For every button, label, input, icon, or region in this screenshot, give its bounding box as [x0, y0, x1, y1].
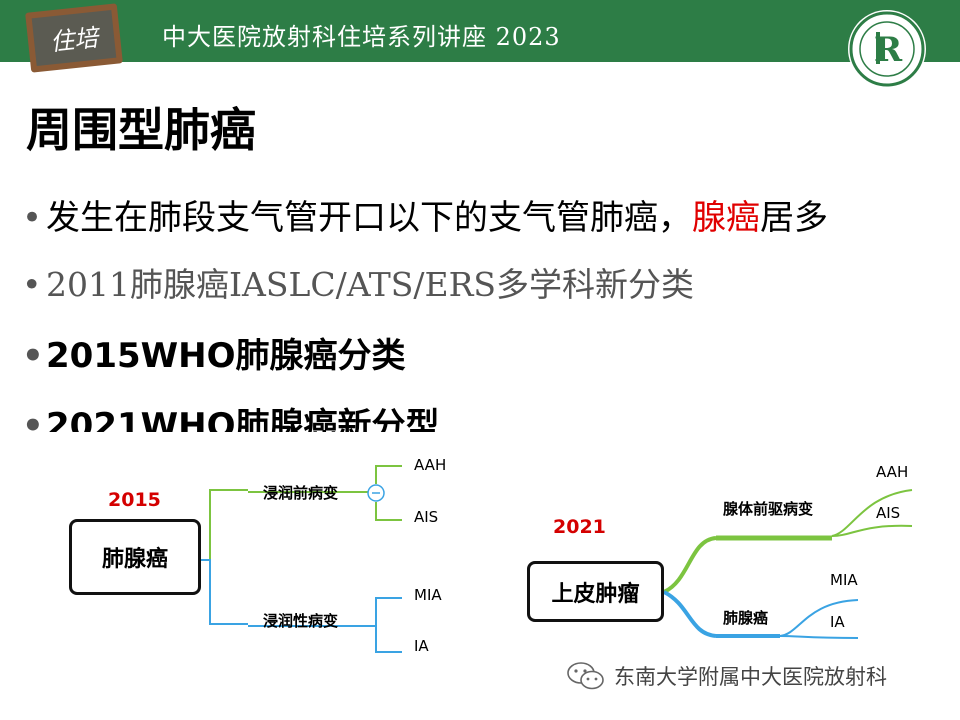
connector-2021-ais	[831, 524, 913, 537]
root-node-2015: 肺腺癌	[69, 519, 201, 595]
bullet-item: •2015WHO肺腺癌分类	[22, 328, 406, 377]
hospital-emblem: R	[846, 8, 928, 90]
leaf-node-mia-2021: MIA	[830, 571, 858, 589]
leaf-node-aah-2021: AAH	[876, 463, 909, 481]
connector-2021-ia	[779, 635, 859, 639]
connector-2015-mia	[375, 597, 402, 626]
bullet-text: 2015WHO肺腺癌分类	[46, 336, 406, 376]
branch-node-precursor-2015: 浸润前病变	[263, 484, 339, 502]
bullet-text: 2021WHO肺腺癌新分型	[46, 406, 440, 432]
bullet-text-after: 居多	[760, 198, 828, 238]
branch-node-invasive-2015: 浸润性病变	[263, 612, 339, 630]
root-node-label: 上皮肿瘤	[551, 581, 640, 607]
connector-2015-ais	[375, 502, 402, 521]
bullet-marker: •	[22, 336, 44, 376]
watermark-text: 东南大学附属中大医院放射科	[614, 665, 887, 689]
leaf-node-aah-2015: AAH	[414, 456, 447, 474]
year-label-2015: 2015	[108, 489, 161, 511]
wechat-icon	[567, 662, 604, 690]
connector-2021-mia	[779, 599, 859, 637]
bullet-text: 发生在肺段支气管开口以下的支气管肺癌，	[46, 198, 692, 238]
connector-2021-bottom	[663, 590, 717, 638]
bullet-text: 2011肺腺癌IASLC/ATS/ERS多学科新分类	[46, 265, 695, 304]
connector-2015-ia	[375, 626, 402, 653]
connector-2021-aah	[831, 489, 913, 537]
leaf-node-ia-2015: IA	[414, 637, 429, 655]
connector-2015-aah	[375, 465, 402, 484]
root-node-2021: 上皮肿瘤	[527, 561, 664, 622]
branch-node-precursor-2021: 腺体前驱病变	[723, 500, 814, 518]
leaf-node-ais-2021: AIS	[876, 504, 901, 522]
bullet-item: •2021WHO肺腺癌新分型	[22, 398, 440, 432]
connector-2015-bottom	[200, 559, 248, 625]
chalkboard-logo: 住培	[23, 1, 125, 75]
branch-node-adenocarcinoma-2021: 肺腺癌	[723, 609, 769, 627]
wechat-watermark: 东南大学附属中大医院放射科	[566, 658, 887, 694]
header-title: 中大医院放射科住培系列讲座 2023	[162, 23, 561, 51]
chalkboard-logo-text: 住培	[49, 23, 103, 56]
bullet-marker: •	[22, 265, 42, 304]
header-band: 中大医院放射科住培系列讲座 2023	[0, 0, 960, 62]
leaf-node-mia-2015: MIA	[414, 586, 442, 604]
bullet-item: •发生在肺段支气管开口以下的支气管肺癌，腺癌居多	[22, 190, 828, 239]
bullet-marker: •	[22, 198, 43, 238]
mindmap-connectors	[200, 465, 913, 653]
leaf-node-ais-2015: AIS	[414, 508, 439, 526]
bullet-highlight: 腺癌	[692, 198, 760, 238]
bullet-marker: •	[22, 406, 44, 432]
connector-2015-top	[200, 489, 248, 561]
bullet-item: •2011肺腺癌IASLC/ATS/ERS多学科新分类	[22, 258, 694, 306]
connector-2021-top	[663, 536, 717, 594]
slide-title: 周围型肺癌	[26, 103, 256, 157]
year-label-2021: 2021	[553, 516, 606, 538]
root-node-label: 肺腺癌	[101, 547, 168, 572]
leaf-node-ia-2021: IA	[830, 613, 845, 631]
